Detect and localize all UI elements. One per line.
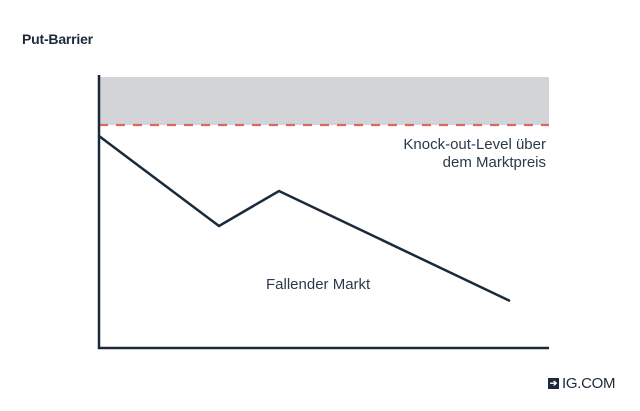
arrow-right-box-icon: ➔ [548, 378, 559, 389]
knockout-zone [99, 77, 549, 125]
knockout-label-line2: dem Marktpreis [442, 154, 546, 171]
market-price-line [98, 135, 511, 303]
ig-logo: ➔ IG.COM [548, 375, 616, 392]
knockout-level-label: Knock-out-Level über dem Marktpreis [403, 136, 546, 172]
falling-market-label: Fallender Markt [266, 276, 371, 293]
knockout-label-line1: Knock-out-Level über [403, 136, 546, 153]
chart-title: Put-Barrier [22, 31, 93, 47]
logo-text: IG.COM [562, 375, 616, 392]
